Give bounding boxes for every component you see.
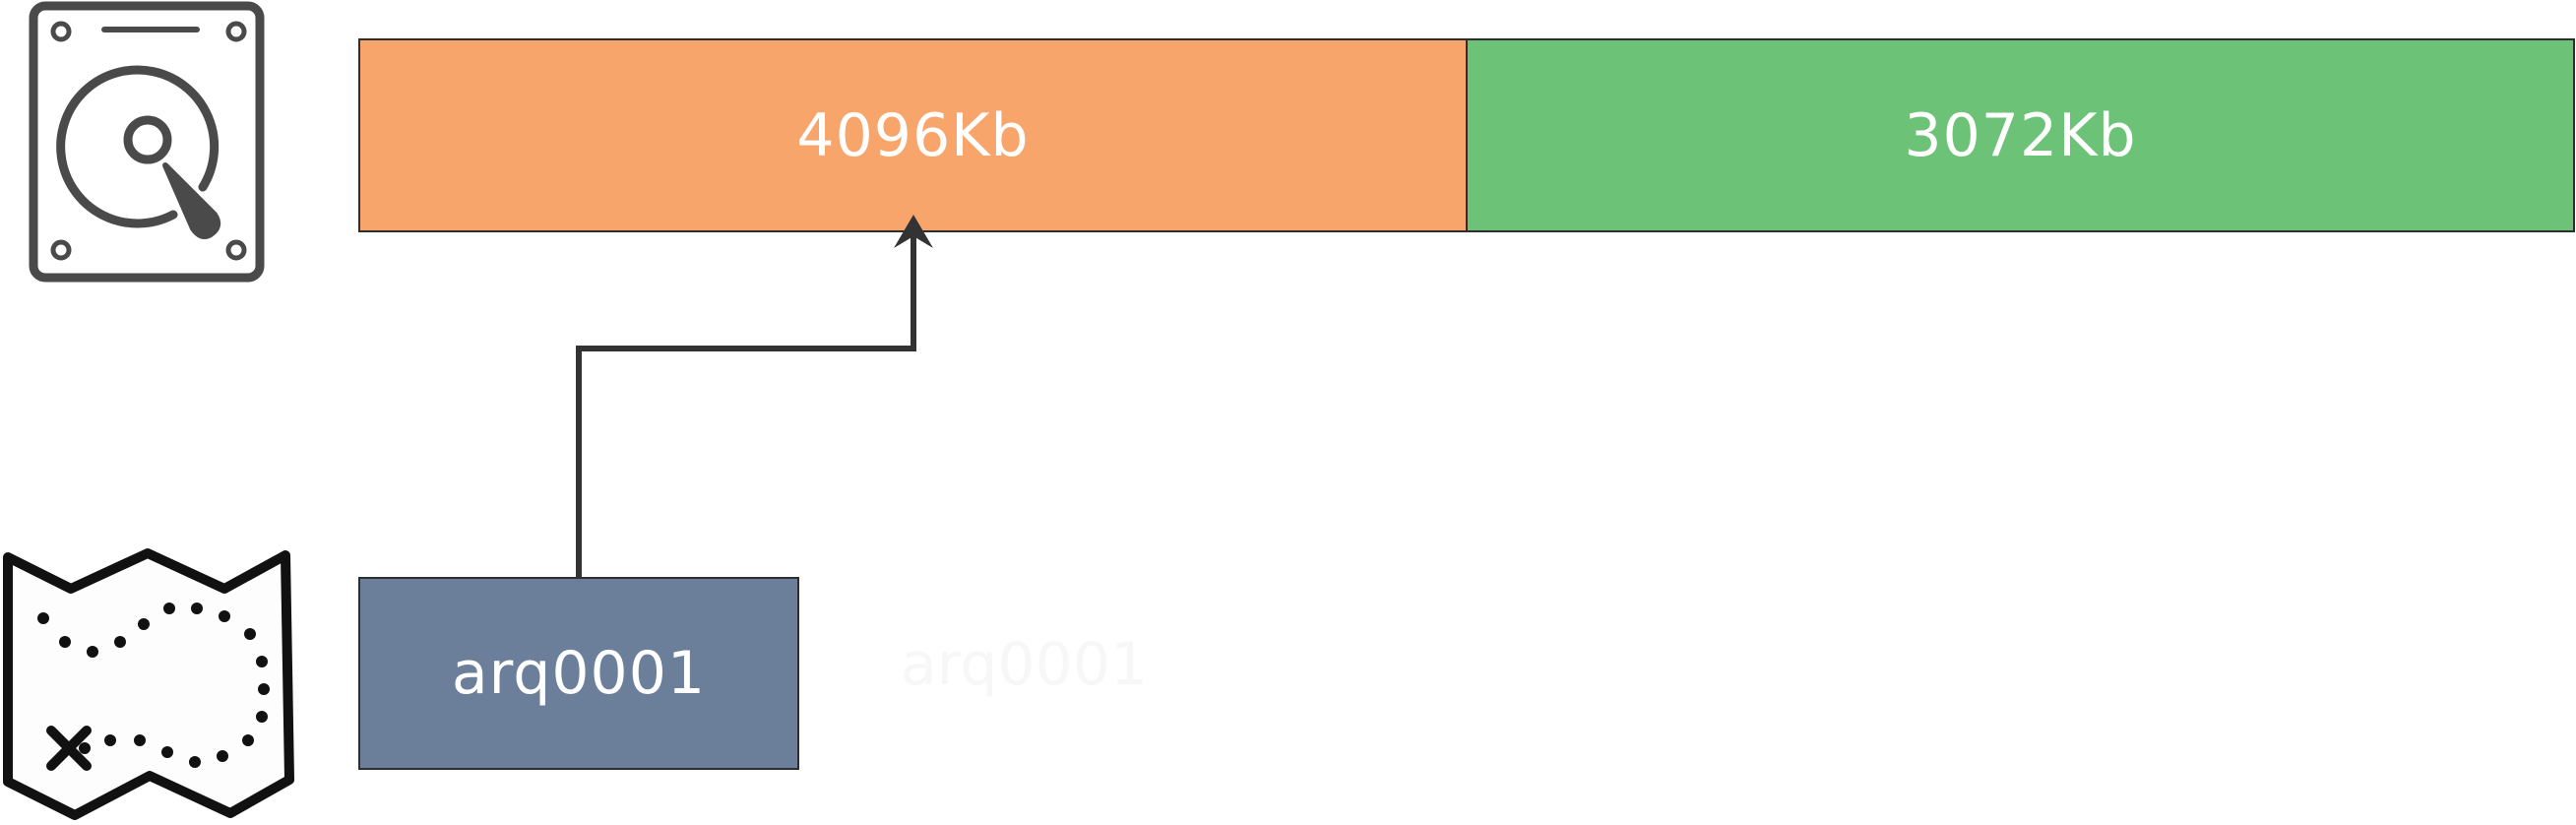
disk-segment-2-label: 3072Kb (1904, 100, 2137, 170)
ghost-file-label: arq0001 (901, 630, 1149, 699)
disk-segment-1-label: 4096Kb (796, 100, 1030, 170)
file-block: arq0001 (358, 577, 799, 770)
treasure-map-icon (0, 547, 301, 825)
file-block-label: arq0001 (451, 639, 707, 708)
disk-segment-2: 3072Kb (1466, 38, 2575, 232)
hard-drive-icon (28, 0, 270, 289)
